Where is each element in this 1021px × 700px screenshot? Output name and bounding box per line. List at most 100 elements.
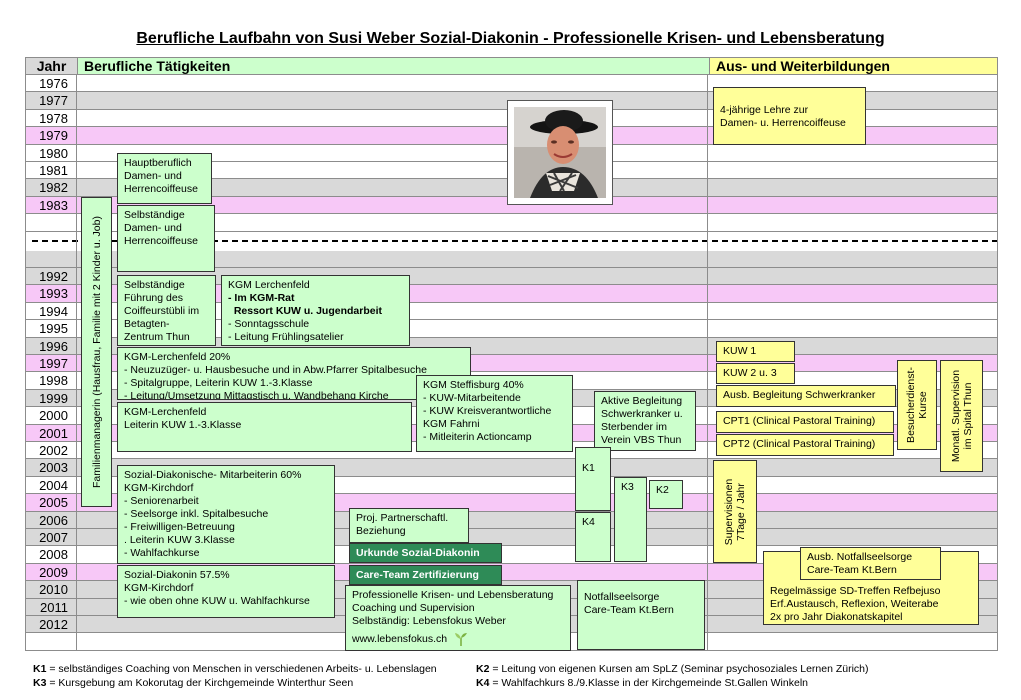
year-label: 1992 bbox=[39, 269, 68, 284]
education-column-divider bbox=[707, 75, 708, 650]
year-label: 1994 bbox=[39, 303, 68, 319]
box-selbstaendige-coiffeuse: Selbständige Damen- und Herrencoiffeuse bbox=[117, 205, 215, 272]
besucherdienst-label: Besucherdienst- Kurse bbox=[905, 367, 929, 443]
year-label: 1980 bbox=[39, 145, 68, 161]
box-supervision-spital: Monatl. Supervision im Spital Thun bbox=[940, 360, 983, 472]
year-label: 1995 bbox=[39, 321, 68, 337]
legend-k4-text: = Wahlfachkurs 8./9.Klasse in der Kirchg… bbox=[489, 677, 808, 689]
box-k3: K3 bbox=[614, 477, 647, 562]
year-label: 1999 bbox=[39, 390, 68, 406]
year-label: 1997 bbox=[39, 356, 68, 371]
year-label: 1998 bbox=[39, 373, 68, 389]
box-aktive-begleitung: Aktive Begleitung Schwerkranker u. Sterb… bbox=[594, 391, 696, 451]
year-label: 2002 bbox=[39, 443, 68, 458]
box-sd-treffen: Regelmässige SD-Treffen Refbejuso Erf.Au… bbox=[763, 551, 979, 625]
blank-row bbox=[25, 214, 998, 232]
year-label: 1977 bbox=[39, 93, 68, 109]
box-cpt1: CPT1 (Clinical Pastoral Training) bbox=[716, 411, 894, 433]
year-label: 1983 bbox=[39, 197, 68, 213]
supervision-spital-label: Monatl. Supervision im Spital Thun bbox=[949, 369, 974, 463]
legend-k3: K3 = Kursgebung am Kokorutag der Kirchge… bbox=[33, 677, 353, 689]
box-coiffeurstuebli: Selbständige Führung des Coiffeurstübli … bbox=[117, 275, 216, 346]
year-label: 2001 bbox=[39, 425, 68, 441]
box-k4: K4 bbox=[575, 512, 611, 562]
year-label: 1996 bbox=[39, 338, 68, 354]
box-kgm-lerchenfeld-20: KGM-Lerchenfeld 20% - Neuzuzüger- u. Hau… bbox=[117, 347, 471, 400]
right-border bbox=[997, 57, 998, 650]
box-notfallseelsorge: Notfallseelsorge Care-Team Kt.Bern bbox=[577, 580, 705, 650]
spacer-row bbox=[25, 250, 998, 268]
year-label: 2012 bbox=[39, 617, 68, 632]
kgm1-rest: - Sonntagsschule - Leitung Frühlingsatel… bbox=[228, 318, 344, 343]
sprout-icon bbox=[453, 632, 469, 646]
box-kuw1: KUW 1 bbox=[716, 341, 795, 362]
box-besucherdienst: Besucherdienst- Kurse bbox=[897, 360, 937, 450]
year-column-header: Jahr bbox=[26, 58, 78, 74]
table-header: Jahr Berufliche Tätigkeiten Aus- und Wei… bbox=[25, 57, 998, 75]
timeline-break-divider bbox=[32, 240, 998, 242]
box-kgm-lerchenfeld-leiterin: KGM-Lerchenfeld Leiterin KUW 1.-3.Klasse bbox=[117, 402, 412, 452]
year-row: 2002 bbox=[25, 442, 998, 460]
year-label: 2004 bbox=[39, 477, 68, 493]
activities-column-header: Berufliche Tätigkeiten bbox=[78, 58, 709, 74]
box-familienmanagerin: Familienmanagerin (Hausfrau, Familie mit… bbox=[81, 197, 112, 507]
legend-k3-key: K3 bbox=[33, 677, 47, 689]
year-label: 1982 bbox=[39, 180, 68, 196]
portrait-photo-image bbox=[514, 107, 606, 198]
page-title: Berufliche Laufbahn von Susi Weber Sozia… bbox=[136, 30, 885, 47]
legend-k2-text: = Leitung von eigenen Kursen am SpLZ (Se… bbox=[489, 663, 869, 675]
box-lebensfokus: Professionelle Krisen- und Lebensberatun… bbox=[345, 585, 571, 651]
year-row: 1976 bbox=[25, 75, 998, 93]
kgm1-title: KGM Lerchenfeld bbox=[228, 279, 310, 291]
left-border bbox=[25, 57, 26, 650]
box-lehre: 4-jährige Lehre zur Damen- u. Herrencoif… bbox=[713, 87, 866, 145]
website-link[interactable]: www.lebensfokus.ch bbox=[352, 632, 448, 645]
box-kirchdorf-60: Sozial-Diakonische- Mitarbeiterin 60% KG… bbox=[117, 465, 335, 564]
year-label: 2003 bbox=[39, 460, 68, 476]
year-row: 1994 bbox=[25, 303, 998, 321]
legend-k4: K4 = Wahlfachkurs 8./9.Klasse in der Kir… bbox=[476, 677, 808, 689]
year-label: 1993 bbox=[39, 286, 68, 302]
box-kgm-lerchenfeld-rat: KGM Lerchenfeld - Im KGM-Rat Ressort KUW… bbox=[221, 275, 410, 346]
box-k1: K1 bbox=[575, 447, 611, 511]
portrait-photo bbox=[507, 100, 613, 205]
box-ausb-notfall: Ausb. Notfallseelsorge Care-Team Kt.Bern bbox=[800, 547, 941, 580]
box-careteam-zertifizierung: Care-Team Zertifizierung bbox=[349, 565, 502, 585]
legend-k3-text: = Kursgebung am Kokorutag der Kirchgemei… bbox=[46, 677, 354, 689]
box-cpt2: CPT2 (Clinical Pastoral Training) bbox=[716, 434, 894, 456]
website-row: www.lebensfokus.ch bbox=[352, 632, 564, 646]
box-kirchdorf-57: Sozial-Diakonin 57.5% KGM-Kirchdorf - wi… bbox=[117, 565, 335, 618]
legend-k2-key: K2 bbox=[476, 663, 490, 675]
year-label: 2005 bbox=[39, 495, 68, 511]
kgm1-bold-2: Ressort KUW u. Jugendarbeit bbox=[228, 305, 383, 317]
legend-k4-key: K4 bbox=[476, 677, 490, 689]
box-kgm-steffisburg: KGM Steffisburg 40% - KUW-Mitarbeitende … bbox=[416, 375, 573, 452]
box-partnerschaft: Proj. Partnerschaftl. Beziehung bbox=[349, 508, 469, 543]
legend-k1-key: K1 bbox=[33, 663, 47, 675]
year-label: 2006 bbox=[39, 512, 68, 528]
year-row: 1995 bbox=[25, 320, 998, 338]
box-urkunde: Urkunde Sozial-Diakonin bbox=[349, 543, 502, 563]
legend-k1: K1 = selbständiges Coaching von Menschen… bbox=[33, 663, 437, 675]
year-label: 1978 bbox=[39, 110, 68, 126]
legend-k2: K2 = Leitung von eigenen Kursen am SpLZ … bbox=[476, 663, 869, 675]
year-label: 2011 bbox=[40, 599, 68, 615]
box-hauptberuflich: Hauptberuflich Damen- und Herrencoiffeus… bbox=[117, 153, 212, 204]
lebensfokus-text: Professionelle Krisen- und Lebensberatun… bbox=[352, 589, 554, 627]
education-column-header: Aus- und Weiterbildungen bbox=[709, 58, 997, 74]
familienmanagerin-label: Familienmanagerin (Hausfrau, Familie mit… bbox=[90, 216, 103, 488]
year-row: 2004 bbox=[25, 477, 998, 495]
supervisionen-label: Supervisionen 7Tage / Jahr bbox=[723, 478, 747, 545]
box-supervisionen: Supervisionen 7Tage / Jahr bbox=[713, 460, 757, 563]
year-column-divider bbox=[76, 75, 77, 650]
year-label: 2009 bbox=[39, 564, 68, 580]
year-row: 2008 bbox=[25, 546, 998, 564]
year-label: 2000 bbox=[39, 408, 68, 424]
box-ausb-schwerkranker: Ausb. Begleitung Schwerkranker bbox=[716, 385, 896, 407]
box-kuw23: KUW 2 u. 3 bbox=[716, 363, 795, 384]
box-k2: K2 bbox=[649, 480, 683, 509]
year-label: 2007 bbox=[39, 530, 68, 545]
year-label: 1979 bbox=[39, 128, 68, 144]
year-label: 2010 bbox=[39, 582, 68, 598]
year-label: 1981 bbox=[39, 163, 68, 178]
